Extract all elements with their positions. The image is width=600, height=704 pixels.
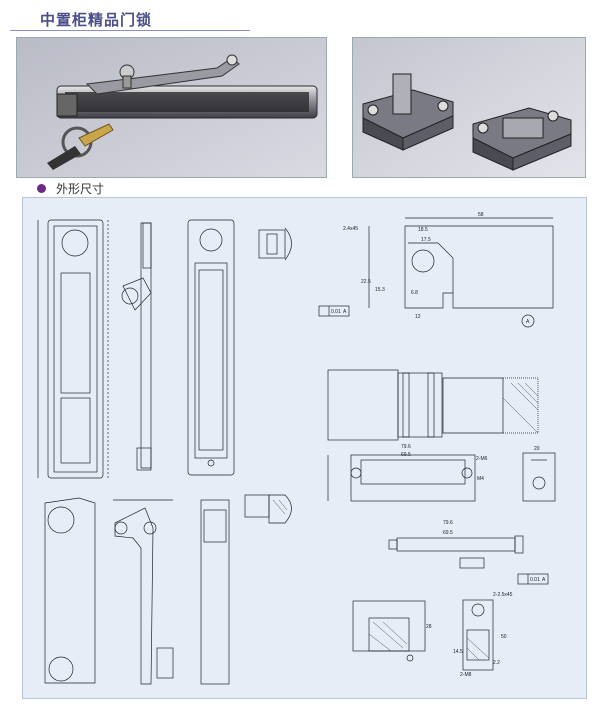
title-underline [10,30,250,31]
dim-A-circle: A [526,319,530,325]
tolerance-frame-2: 0.01 A [517,573,549,585]
page-title: 中置柜精品门锁 [40,11,153,29]
dim-2-2-5x45: 2-2.5x45 [493,592,513,598]
dim-69-5b: 69.5 [443,530,453,536]
dim-18-5: 18.5 [418,227,428,233]
dim-58: 58 [478,212,484,218]
dim-28: 28 [426,624,432,630]
dim-0-01b: 0.01 [530,577,540,583]
dim-A: A [343,309,347,315]
dim-6-8: 6.8 [411,290,418,296]
dim-14-5: 14.5 [453,649,463,655]
dim-2-4x45: 2.4x45 [343,226,358,232]
bracket-profile [368,217,554,309]
side-part [522,452,556,502]
dim-17-5: 17.5 [421,237,431,243]
handle-side-view [121,222,152,471]
block-section-view [327,369,539,441]
bracket-bottom-view [244,494,292,524]
dim-2M8: 2-M8 [460,672,472,678]
dim-Ab: A [542,577,546,583]
dim-50: 50 [501,634,507,640]
dim-15-3: 15.3 [375,287,385,293]
section-label: 外形尺寸 [56,182,105,196]
shaft-rod [388,535,524,569]
tolerance-frame-1: 0.01 A [318,305,350,317]
dim-2M6: 2-M6 [476,456,488,462]
handle-back-view [187,219,235,476]
datum-a-circle [521,314,535,328]
section-header: 外形尺寸 [37,180,104,197]
lower-right-part [462,599,494,671]
technical-drawing: 2.4x45 18.5 58 17.5 22.5 15.3 6.8 12 0.0… [22,197,587,699]
photo-handle-lock [16,37,327,178]
dim-69-5a: 69.5 [401,452,411,458]
dim-0-01: 0.01 [331,309,341,315]
bullet-icon [37,184,46,193]
handle-bottom-side [200,499,230,685]
dim-79-6b: 79.6 [443,520,453,526]
photo-lock-parts [352,37,586,178]
dim-22-5: 22.5 [361,279,371,285]
lower-bracket [352,600,426,662]
rail-bar [327,454,476,502]
bracket-top-view [258,227,292,261]
handle-front-view [37,219,109,479]
dim-79-6a: 79.6 [401,444,411,450]
handle-bottom-lever [113,499,174,685]
handle-bottom-front [44,497,96,684]
dim-20: 20 [534,446,540,452]
dim-12: 12 [415,314,421,320]
dim-2-2: 2.2 [493,660,500,666]
dim-M4: M4 [477,476,484,482]
